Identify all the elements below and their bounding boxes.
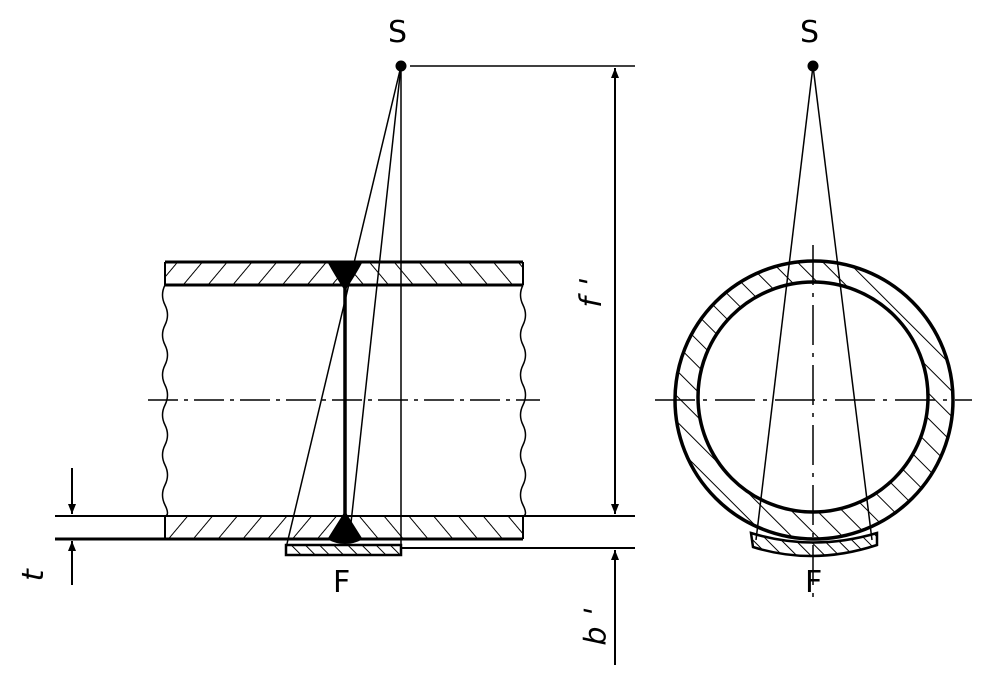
film-label-right: F <box>805 565 823 600</box>
bottom-wall-right <box>345 516 523 539</box>
object-film-distance-label: b ' <box>578 604 614 650</box>
pipe-cross-section <box>655 60 972 600</box>
film-right <box>749 531 879 558</box>
break-line-right <box>519 284 527 517</box>
pipe-longitudinal-view <box>55 60 635 665</box>
film-left <box>284 543 403 557</box>
source-distance-label: f ' <box>574 274 610 311</box>
bottom-wall-left <box>165 516 345 539</box>
film-label-left: F <box>333 565 351 600</box>
top-wall-left <box>165 262 345 285</box>
source-point-left <box>395 60 407 72</box>
source-label-left: S <box>388 15 408 50</box>
top-wall-right <box>345 262 523 285</box>
break-line-left <box>161 284 169 517</box>
source-label-right: S <box>800 15 820 50</box>
source-point-right <box>807 60 819 72</box>
weld-bottom <box>327 511 363 544</box>
